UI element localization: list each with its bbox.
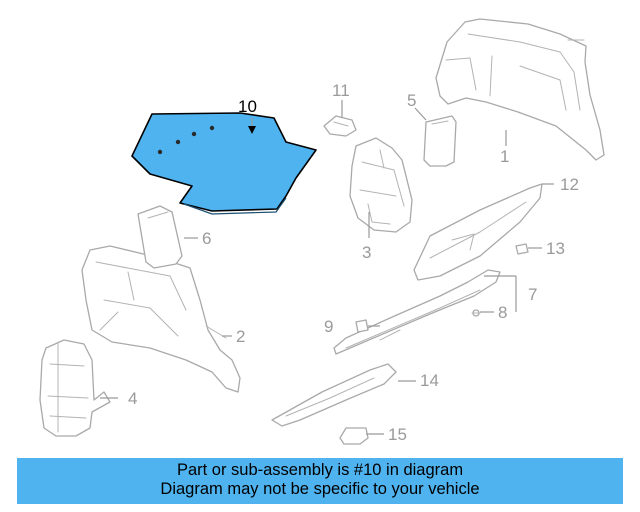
part-15-block[interactable] xyxy=(339,427,369,445)
callout-3: 3 xyxy=(362,243,371,262)
part-13-fastener[interactable] xyxy=(515,243,529,255)
part-3-bracket[interactable] xyxy=(349,137,413,233)
callout-5: 5 xyxy=(407,91,416,110)
part-2-quarter-trim-lower[interactable] xyxy=(81,245,241,393)
mat-fastener-hole xyxy=(209,125,215,131)
part-11-bracket[interactable] xyxy=(323,115,357,137)
callout-15: 15 xyxy=(388,425,407,444)
mat-fastener-hole xyxy=(175,139,181,145)
callout-7: 7 xyxy=(528,285,537,304)
callout-6: 6 xyxy=(202,229,211,248)
callout-8: 8 xyxy=(498,303,507,322)
part-5-panel[interactable] xyxy=(423,115,457,167)
callout-14: 14 xyxy=(420,371,439,390)
part-12-trim[interactable] xyxy=(413,183,543,281)
callout-10: 10 xyxy=(238,97,257,116)
mat-fastener-hole xyxy=(191,131,197,137)
part-9-clip[interactable] xyxy=(355,319,369,333)
floor-mat-shape[interactable] xyxy=(131,112,317,212)
callout-4: 4 xyxy=(128,389,137,408)
part-8-clip[interactable] xyxy=(471,309,481,317)
callout-2: 2 xyxy=(236,327,245,346)
part-6-pad[interactable] xyxy=(137,205,183,269)
banner-line-2: Diagram may not be specific to your vehi… xyxy=(160,480,480,498)
parts-diagram: 10 11 5 1 12 6 3 13 7 8 9 2 14 4 15 xyxy=(39,18,605,445)
part-4-storage-bin[interactable] xyxy=(39,339,111,437)
callout-1: 1 xyxy=(500,147,509,166)
part-7-sill-plate[interactable] xyxy=(333,269,501,355)
callout-13: 13 xyxy=(546,239,565,258)
callout-9: 9 xyxy=(324,317,333,336)
info-banner: Part or sub-assembly is #10 in diagram D… xyxy=(17,458,623,504)
callout-12: 12 xyxy=(560,175,579,194)
banner-line-1: Part or sub-assembly is #10 in diagram xyxy=(176,461,464,479)
part-14-cover[interactable] xyxy=(271,363,397,427)
part-10-floor-mat[interactable] xyxy=(131,112,317,215)
part-1-quarter-trim-panel[interactable] xyxy=(435,18,605,161)
mat-fastener-hole xyxy=(157,149,163,155)
callout-11: 11 xyxy=(332,81,350,100)
leader-lines xyxy=(100,100,554,435)
